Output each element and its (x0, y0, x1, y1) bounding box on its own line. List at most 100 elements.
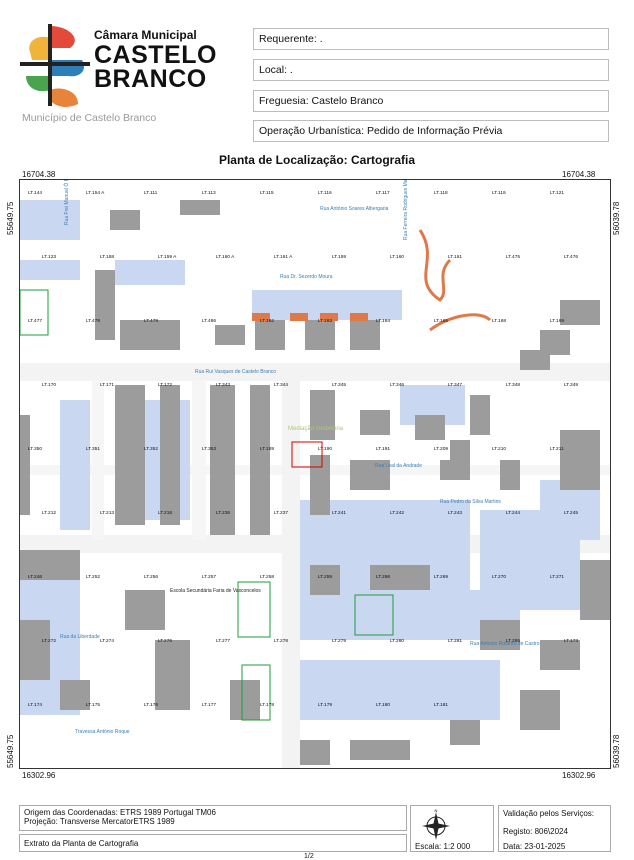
lot-label: LT.144 (28, 190, 42, 196)
lot-label: LT.169 (550, 318, 564, 324)
lot-parcel (20, 200, 80, 240)
lot-label: LT.115 (260, 190, 274, 196)
street-label: Rua António Soares Albergaria (320, 206, 389, 212)
lot-label: LT.241 (332, 510, 346, 516)
building (255, 320, 285, 350)
lot-label: LT.274 (100, 638, 114, 644)
lot-label: LT.177 (202, 702, 216, 708)
orange-path (429, 313, 492, 332)
date-value: Data: 23-01-2025 (503, 842, 566, 851)
page-number: 1/2 (304, 853, 314, 860)
lot-label: LT.256 (144, 574, 158, 580)
building (20, 550, 80, 580)
lot-label: LT.159 (332, 254, 346, 260)
lot-label: LT.121 (550, 190, 564, 196)
lot-label: LT.211 (550, 446, 564, 452)
lot-label: LT.190 (318, 446, 332, 452)
site-outline (291, 441, 323, 468)
lot-label: LT.475 (506, 254, 520, 260)
street-vertical-3 (192, 380, 206, 540)
lot-label: LT.268 (376, 574, 390, 580)
building (305, 320, 335, 350)
lot-label: LT.346 (390, 382, 404, 388)
street-label: Escola Secundária Faria de Vasconcelos (170, 588, 261, 594)
registo-value: Registo: 806\2024 (503, 827, 568, 836)
building (480, 620, 520, 650)
building (350, 740, 410, 760)
lot-label: LT.154 A (86, 190, 105, 196)
lot-label: LT.343 (216, 382, 230, 388)
lot-label: LT.295 (506, 638, 520, 644)
lot-label: LT.269 (434, 574, 448, 580)
lot-label: LT.479 (144, 318, 158, 324)
logo: Câmara Municipal CASTELO BRANCO Municípi… (20, 20, 220, 130)
lot-label: LT.180 (376, 702, 390, 708)
street-label: Rua Rui Vasques de Castelo Branco (195, 369, 276, 375)
orange-path (418, 229, 452, 302)
lot-label: LT.350 (28, 446, 42, 452)
operacao-field: Operação Urbanística: Pedido de Informaç… (253, 120, 609, 142)
sports-field (237, 581, 271, 638)
building (180, 200, 220, 215)
coord-left-top: 55649.75 (6, 201, 15, 235)
lot-label: LT.170 (42, 382, 56, 388)
building (60, 680, 90, 710)
building (560, 430, 600, 490)
brand-line-2: BRANCO (94, 65, 207, 93)
building (450, 720, 480, 745)
lot-label: LT.237 (274, 510, 288, 516)
marker (320, 313, 338, 321)
building (520, 350, 550, 370)
street-label: Travessa António Roque (75, 729, 130, 735)
lot-label: LT.236 (216, 510, 230, 516)
building (500, 460, 520, 490)
lot-label: LT.276 (158, 638, 172, 644)
building (470, 395, 490, 435)
lot-label: LT.270 (492, 574, 506, 580)
marker (290, 313, 308, 321)
watermark: Mediação Imobiliária (288, 426, 344, 432)
building (110, 210, 140, 230)
lot-label: LT.476 (564, 254, 578, 260)
lot-label: LT.280 (390, 638, 404, 644)
lot-label: LT.477 (28, 318, 42, 324)
lot-label: LT.209 (434, 446, 448, 452)
lot-label: LT.111 (144, 190, 158, 196)
castelo-branco-logo-icon (20, 24, 90, 107)
building (415, 415, 445, 440)
lot-label: LT.258 (260, 574, 274, 580)
building (310, 455, 330, 515)
lot-label: LT.351 (86, 446, 100, 452)
lot-label: LT.279 (332, 638, 346, 644)
footer-extract-box (19, 834, 407, 852)
extract-label: Extrato da Planta de Cartografia (24, 839, 139, 848)
building (155, 640, 190, 710)
coord-right-top: 56039.78 (612, 201, 621, 235)
map-title: Planta de Localização: Cartografia (218, 153, 416, 167)
building (580, 560, 610, 620)
lot-label: LT.178 (260, 702, 274, 708)
building (310, 390, 335, 440)
lot-label: LT.348 (506, 382, 520, 388)
lot-label: LT.271 (550, 574, 564, 580)
building (440, 460, 470, 480)
lot-parcel (60, 400, 90, 530)
lot-label: LT.173 (564, 638, 578, 644)
lot-label: LT.164 (376, 318, 390, 324)
coord-bottom-right: 16302.96 (562, 771, 596, 780)
lot-parcel (115, 260, 185, 285)
lot-label: LT.486 (202, 318, 216, 324)
lot-label: LT.218 (158, 510, 172, 516)
lot-label: LT.117 (376, 190, 390, 196)
lot-label: LT.160 (390, 254, 404, 260)
coord-left-bottom: 55649.75 (6, 734, 15, 768)
building (560, 300, 600, 325)
building (300, 740, 330, 765)
lot-label: LT.478 (86, 318, 100, 324)
lot-label: LT.162 (260, 318, 274, 324)
lot-label: LT.281 (448, 638, 462, 644)
coord-top-right: 16704.38 (562, 170, 596, 179)
requerente-field: Requerente: . (253, 28, 609, 50)
